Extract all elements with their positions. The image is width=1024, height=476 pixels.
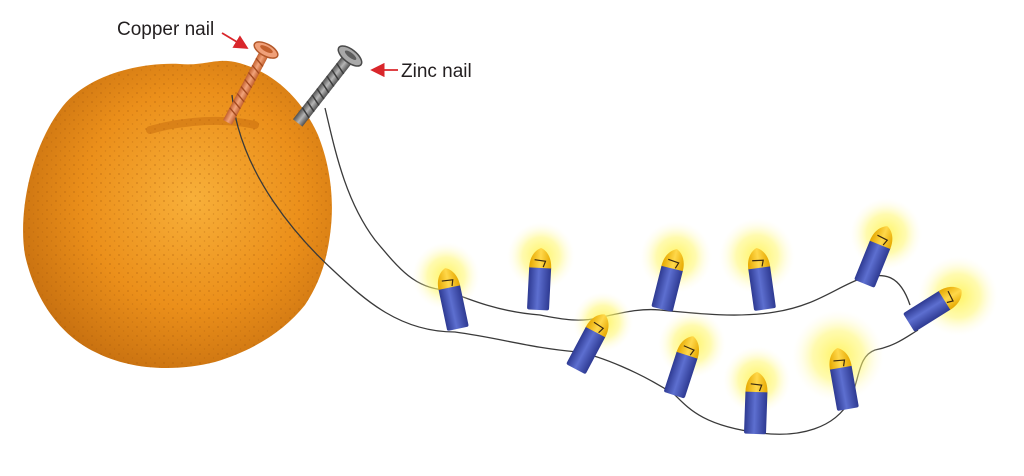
copper-nail xyxy=(223,41,279,125)
bulb-body xyxy=(854,239,891,288)
bulb-body xyxy=(748,264,776,311)
bulb-body xyxy=(438,283,469,331)
bulb xyxy=(748,248,776,311)
wire-from-zinc xyxy=(324,107,911,321)
bulb-filament xyxy=(683,345,695,356)
bulb xyxy=(651,249,684,312)
bulb-tip xyxy=(748,248,771,270)
bulb-body xyxy=(903,290,952,332)
bulb-body xyxy=(651,264,683,312)
bulb-filament xyxy=(441,279,454,287)
copper-pointer-arrow xyxy=(221,32,249,49)
bulbs xyxy=(412,198,998,435)
bulb-tip xyxy=(585,314,609,338)
bulb-filament xyxy=(593,321,605,334)
orange-fruit xyxy=(23,60,332,368)
bulb xyxy=(527,248,552,311)
bulb-tip xyxy=(661,249,684,272)
bulb-tip xyxy=(745,372,768,393)
bulb-filament xyxy=(534,259,547,268)
bulb-filament xyxy=(833,359,846,367)
bulb xyxy=(829,348,859,411)
bulb-body xyxy=(829,364,859,411)
bulb-body xyxy=(664,350,698,399)
bulb-body xyxy=(744,389,768,435)
bulb-filament xyxy=(668,258,680,269)
bulb-body xyxy=(566,325,606,374)
bulb xyxy=(854,226,893,288)
bulb-body xyxy=(527,265,552,311)
bulb-filament xyxy=(877,234,889,246)
bulb xyxy=(664,336,699,399)
bulb xyxy=(437,268,469,331)
zinc-nail xyxy=(292,45,363,127)
bulb-filament xyxy=(946,290,954,304)
bulb-tip xyxy=(529,248,552,269)
bulb-tip xyxy=(829,348,852,370)
orange-dent xyxy=(146,116,259,134)
bulb xyxy=(744,372,768,435)
copper-nail-label: Copper nail xyxy=(117,19,215,40)
bulb-tip xyxy=(437,268,461,290)
bulb xyxy=(903,286,962,332)
bulb-filament xyxy=(750,383,763,392)
orange-texture xyxy=(23,60,332,368)
zinc-nail-label: Zinc nail xyxy=(401,61,472,82)
bulb xyxy=(566,314,609,374)
bulb-filament xyxy=(752,259,764,267)
bulb-tip xyxy=(938,286,962,310)
